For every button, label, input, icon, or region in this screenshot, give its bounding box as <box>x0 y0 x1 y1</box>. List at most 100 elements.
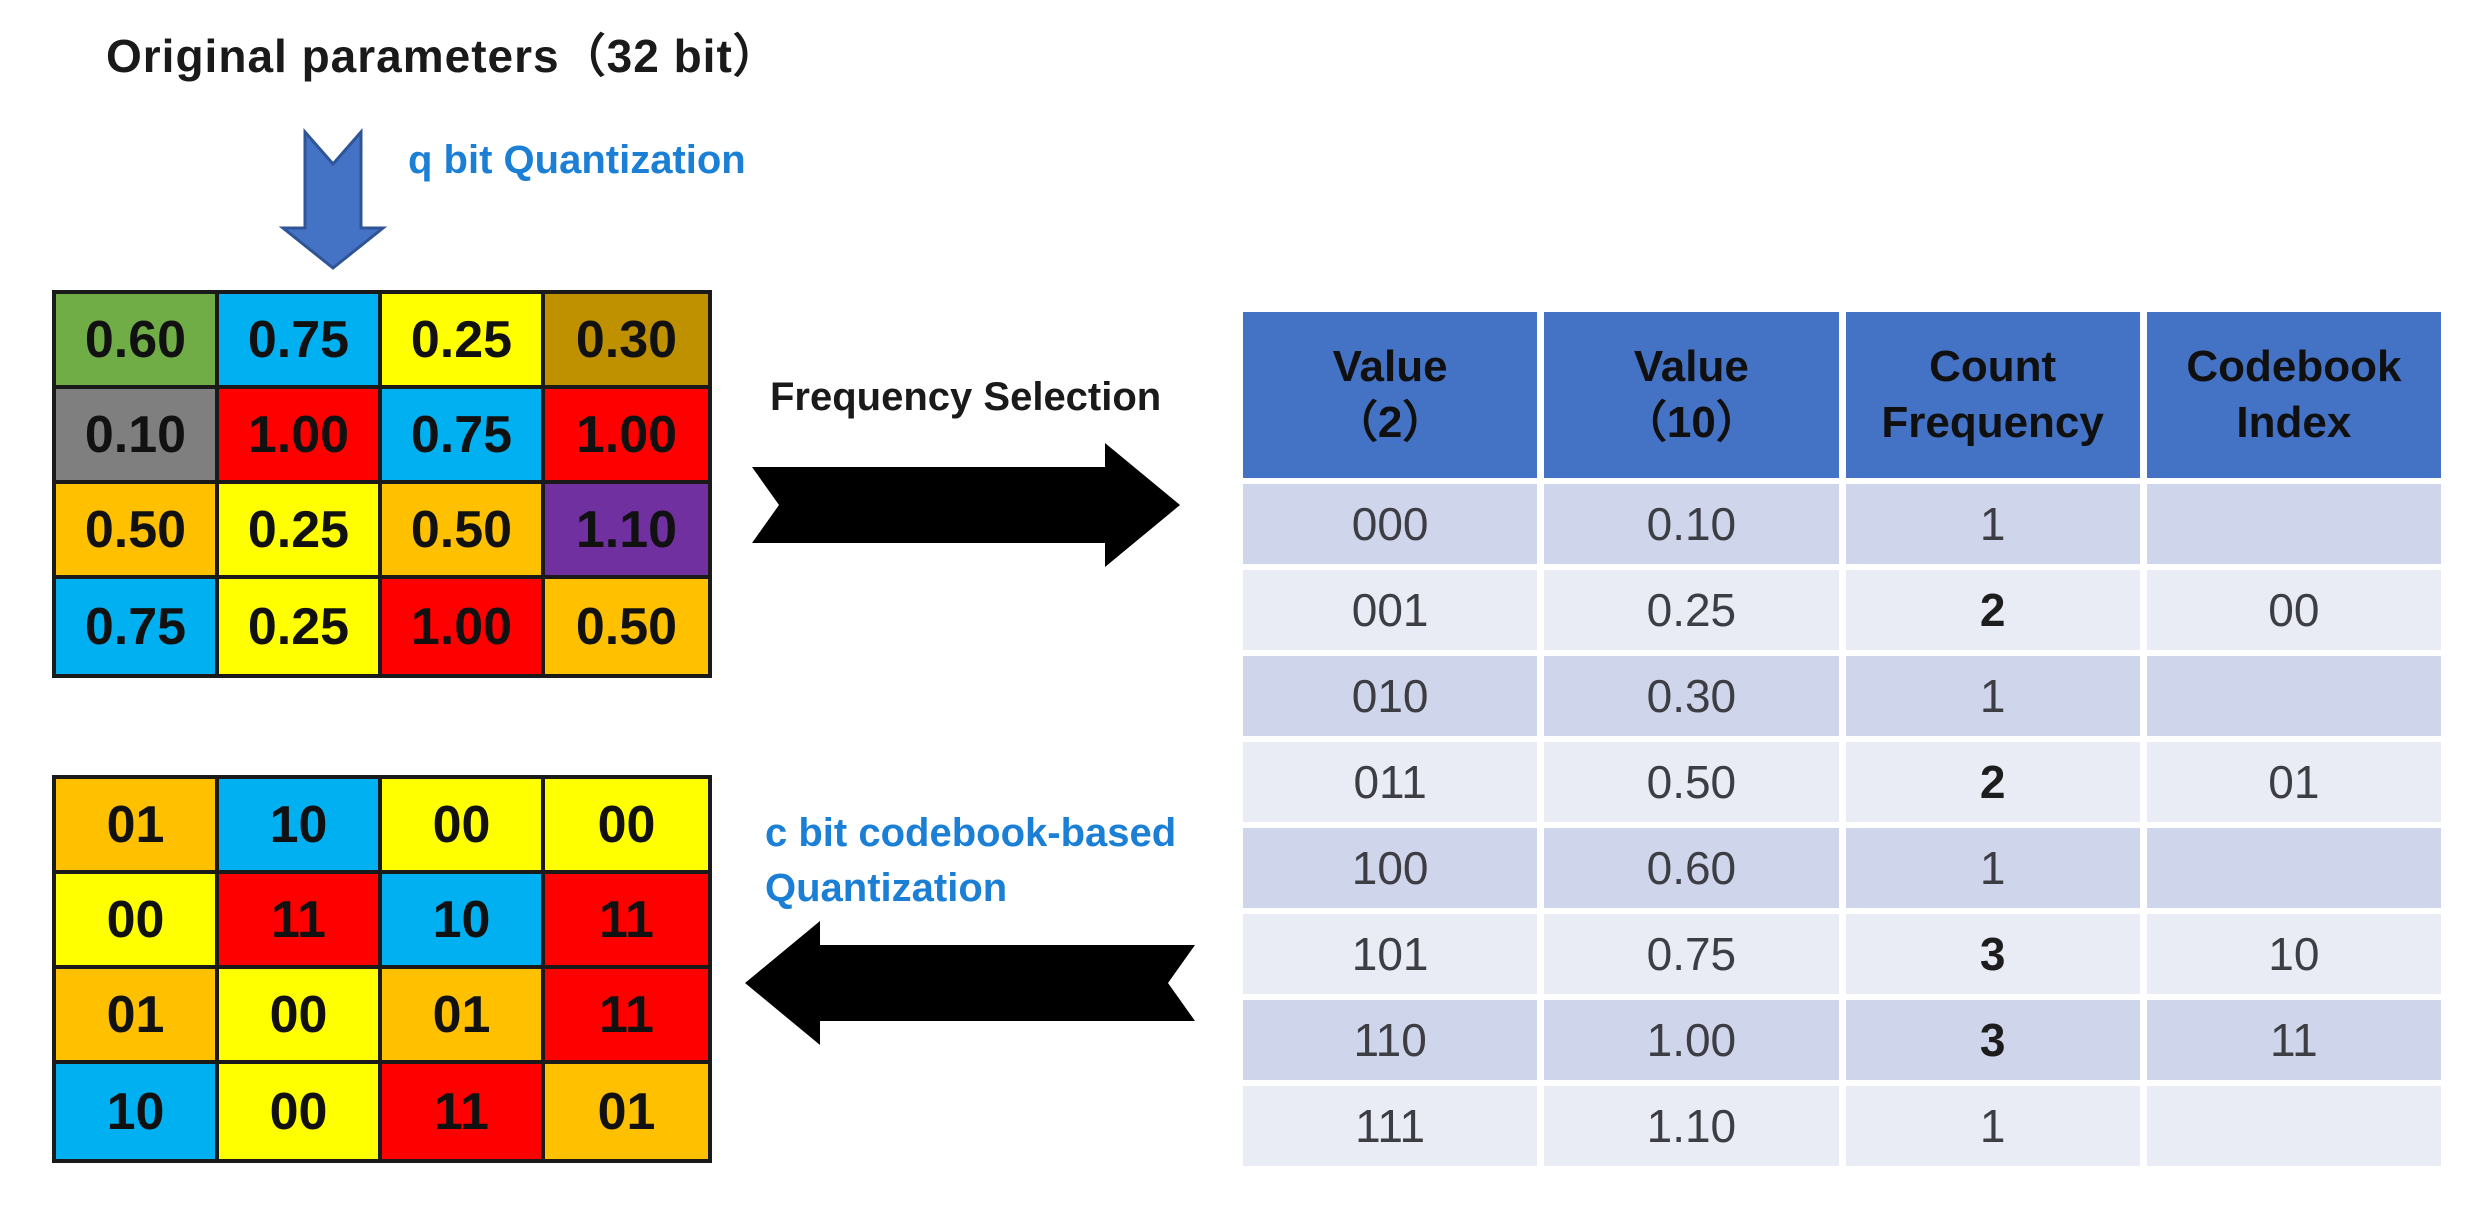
column-header-codebook-index: Codebook Index <box>2146 312 2441 478</box>
table-cell-count: 1 <box>1845 484 2140 564</box>
header-line: Value <box>1332 341 1448 391</box>
grid-cell: 1.00 <box>382 579 545 674</box>
left-arrow-icon <box>745 921 1195 1045</box>
column-header-value-2: Value （2） <box>1243 312 1538 478</box>
table-cell-value-2: 111 <box>1243 1086 1538 1166</box>
header-line: （10） <box>1622 398 1760 447</box>
grid-cell: 01 <box>545 1064 708 1159</box>
header-line: （2） <box>1333 398 1447 447</box>
header-line: Index <box>2236 398 2352 447</box>
grid-cell: 0.75 <box>56 579 219 674</box>
table-cell-value-2: 001 <box>1243 570 1538 650</box>
table-cell-value-2: 010 <box>1243 656 1538 736</box>
table-cell-count: 3 <box>1845 1000 2140 1080</box>
table-cell-codebook-index <box>2146 1086 2441 1166</box>
grid-cell: 01 <box>56 969 219 1064</box>
table-cell-codebook-index: 01 <box>2146 742 2441 822</box>
grid-cell: 10 <box>219 779 382 874</box>
grid-cell: 10 <box>56 1064 219 1159</box>
table-cell-value-2: 100 <box>1243 828 1538 908</box>
grid-cell: 0.60 <box>56 294 219 389</box>
table-cell-value-10: 1.00 <box>1544 1000 1839 1080</box>
table-cell-value-2: 101 <box>1243 914 1538 994</box>
table-cell-value-2: 110 <box>1243 1000 1538 1080</box>
frequency-table-header: Value （2） Value （10） Count Frequency Cod… <box>1243 312 2441 478</box>
grid-cell: 00 <box>56 874 219 969</box>
grid-cell: 00 <box>219 1064 382 1159</box>
table-cell-codebook-index: 11 <box>2146 1000 2441 1080</box>
frequency-table: Value （2） Value （10） Count Frequency Cod… <box>1236 306 2448 1172</box>
table-cell-value-10: 0.25 <box>1544 570 1839 650</box>
table-cell-codebook-index: 10 <box>2146 914 2441 994</box>
grid-cell: 0.25 <box>219 484 382 579</box>
table-cell-count: 1 <box>1845 828 2140 908</box>
grid-cell: 10 <box>382 874 545 969</box>
table-cell-count: 1 <box>1845 656 2140 736</box>
table-cell-count: 3 <box>1845 914 2140 994</box>
table-cell-value-10: 0.60 <box>1544 828 1839 908</box>
grid-cell: 1.10 <box>545 484 708 579</box>
header-line: Value <box>1633 341 1749 391</box>
table-cell-value-10: 0.30 <box>1544 656 1839 736</box>
column-header-value-10: Value （10） <box>1544 312 1839 478</box>
header-line: Codebook <box>2186 341 2402 391</box>
grid-cell: 0.25 <box>219 579 382 674</box>
header-line: Frequency <box>1881 398 2104 447</box>
table-cell-value-10: 0.10 <box>1544 484 1839 564</box>
grid-cell: 0.25 <box>382 294 545 389</box>
page-title: Original parameters（32 bit） <box>106 30 780 82</box>
left-arrow-shape <box>745 921 1195 1045</box>
grid-cell: 01 <box>382 969 545 1064</box>
grid-cell: 00 <box>545 779 708 874</box>
grid-cell: 00 <box>382 779 545 874</box>
table-cell-value-2: 000 <box>1243 484 1538 564</box>
table-cell-codebook-index <box>2146 656 2441 736</box>
grid-cell: 1.00 <box>219 389 382 484</box>
down-arrow-icon <box>278 128 388 270</box>
right-arrow-icon <box>752 443 1180 567</box>
grid-cell: 0.30 <box>545 294 708 389</box>
grid-cell: 11 <box>545 874 708 969</box>
c-bit-quantization-label: c bit codebook-based Quantization <box>765 806 1176 916</box>
grid-cell: 0.10 <box>56 389 219 484</box>
table-cell-count: 1 <box>1845 1086 2140 1166</box>
table-cell-count: 2 <box>1845 570 2140 650</box>
grid-cell: 0.75 <box>382 389 545 484</box>
table-cell-codebook-index <box>2146 484 2441 564</box>
down-arrow-shape <box>278 128 388 270</box>
grid-cell: 00 <box>219 969 382 1064</box>
grid-cell: 01 <box>56 779 219 874</box>
grid-cell: 0.50 <box>56 484 219 579</box>
table-cell-codebook-index: 00 <box>2146 570 2441 650</box>
c-bit-label-line1: c bit codebook-based <box>765 811 1177 855</box>
table-cell-value-10: 1.10 <box>1544 1086 1839 1166</box>
frequency-selection-label: Frequency Selection <box>770 375 1162 419</box>
grid-cell: 1.00 <box>545 389 708 484</box>
table-cell-value-2: 011 <box>1243 742 1538 822</box>
frequency-table-header-row: Value （2） Value （10） Count Frequency Cod… <box>1243 312 2441 478</box>
column-header-count-frequency: Count Frequency <box>1845 312 2140 478</box>
header-line: Count <box>1929 341 2057 391</box>
grid-cell: 0.50 <box>545 579 708 674</box>
grid-cell: 0.50 <box>382 484 545 579</box>
grid-cell: 11 <box>382 1064 545 1159</box>
grid-cell: 0.75 <box>219 294 382 389</box>
c-bit-label-line2: Quantization <box>765 866 1008 911</box>
table-cell-count: 2 <box>1845 742 2140 822</box>
grid-cell: 11 <box>545 969 708 1064</box>
q-bit-quantization-label: q bit Quantization <box>408 138 746 182</box>
table-cell-value-10: 0.50 <box>1544 742 1839 822</box>
table-cell-codebook-index <box>2146 828 2441 908</box>
